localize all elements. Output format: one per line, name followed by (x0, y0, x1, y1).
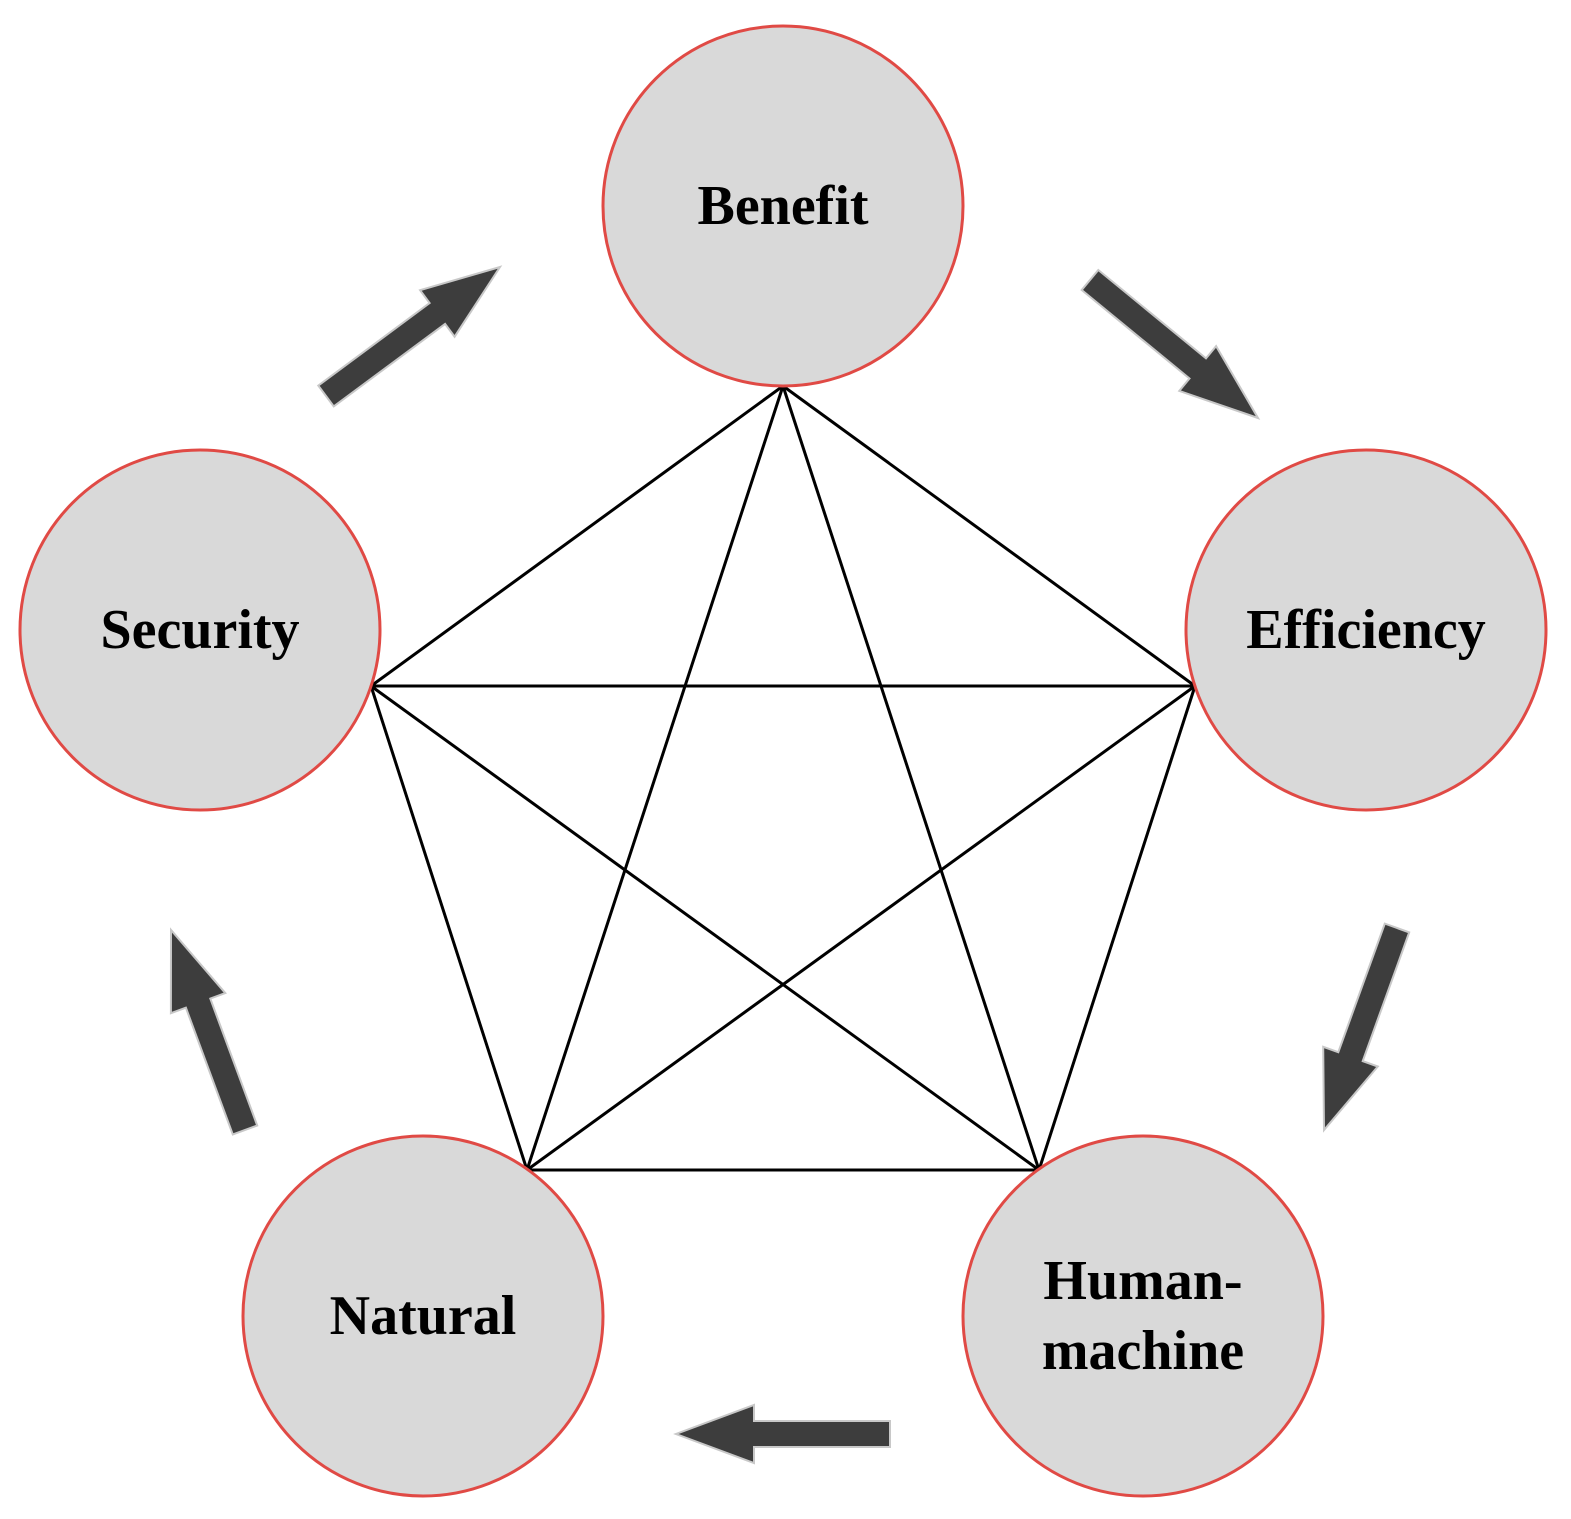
node-label-benefit: Benefit (697, 175, 868, 237)
arrow-human-machine-to-natural (1322, 922, 1411, 1133)
connector-efficiency-natural (526, 684, 1196, 1172)
connector-efficiency-human-machine (1037, 685, 1197, 1171)
arrow-security-to-benefit (169, 927, 259, 1136)
connector-benefit-efficiency (782, 384, 1196, 688)
arrow-natural-to-security (673, 1403, 891, 1465)
connector-human-machine-security (370, 684, 1040, 1172)
node-label-human-machine: machine (1042, 1320, 1244, 1382)
node-benefit: Benefit (601, 24, 965, 388)
node-circle-human-machine (961, 1134, 1325, 1498)
node-label-efficiency: Efficiency (1246, 599, 1485, 661)
node-label-human-machine: Human- (1043, 1250, 1242, 1312)
connector-benefit-natural (525, 385, 785, 1171)
node-efficiency: Efficiency (1184, 448, 1548, 812)
connector-benefit-security (370, 384, 784, 688)
node-label-natural: Natural (330, 1285, 517, 1347)
arrow-efficiency-to-human-machine (1080, 268, 1261, 420)
node-natural: Natural (241, 1134, 605, 1498)
connector-lines (369, 384, 1197, 1172)
node-circle-security (18, 448, 382, 812)
node-circle-benefit (601, 24, 965, 388)
node-security: Security (18, 448, 382, 812)
arrow-benefit-to-efficiency (316, 265, 503, 408)
node-human-machine: Human-machine (961, 1134, 1325, 1498)
node-label-security: Security (100, 599, 299, 661)
connector-natural-security (369, 685, 529, 1171)
node-circle-natural (241, 1134, 605, 1498)
cycle-arrows (169, 265, 1411, 1465)
connector-benefit-human-machine (781, 385, 1041, 1171)
node-circle-efficiency (1184, 448, 1548, 812)
